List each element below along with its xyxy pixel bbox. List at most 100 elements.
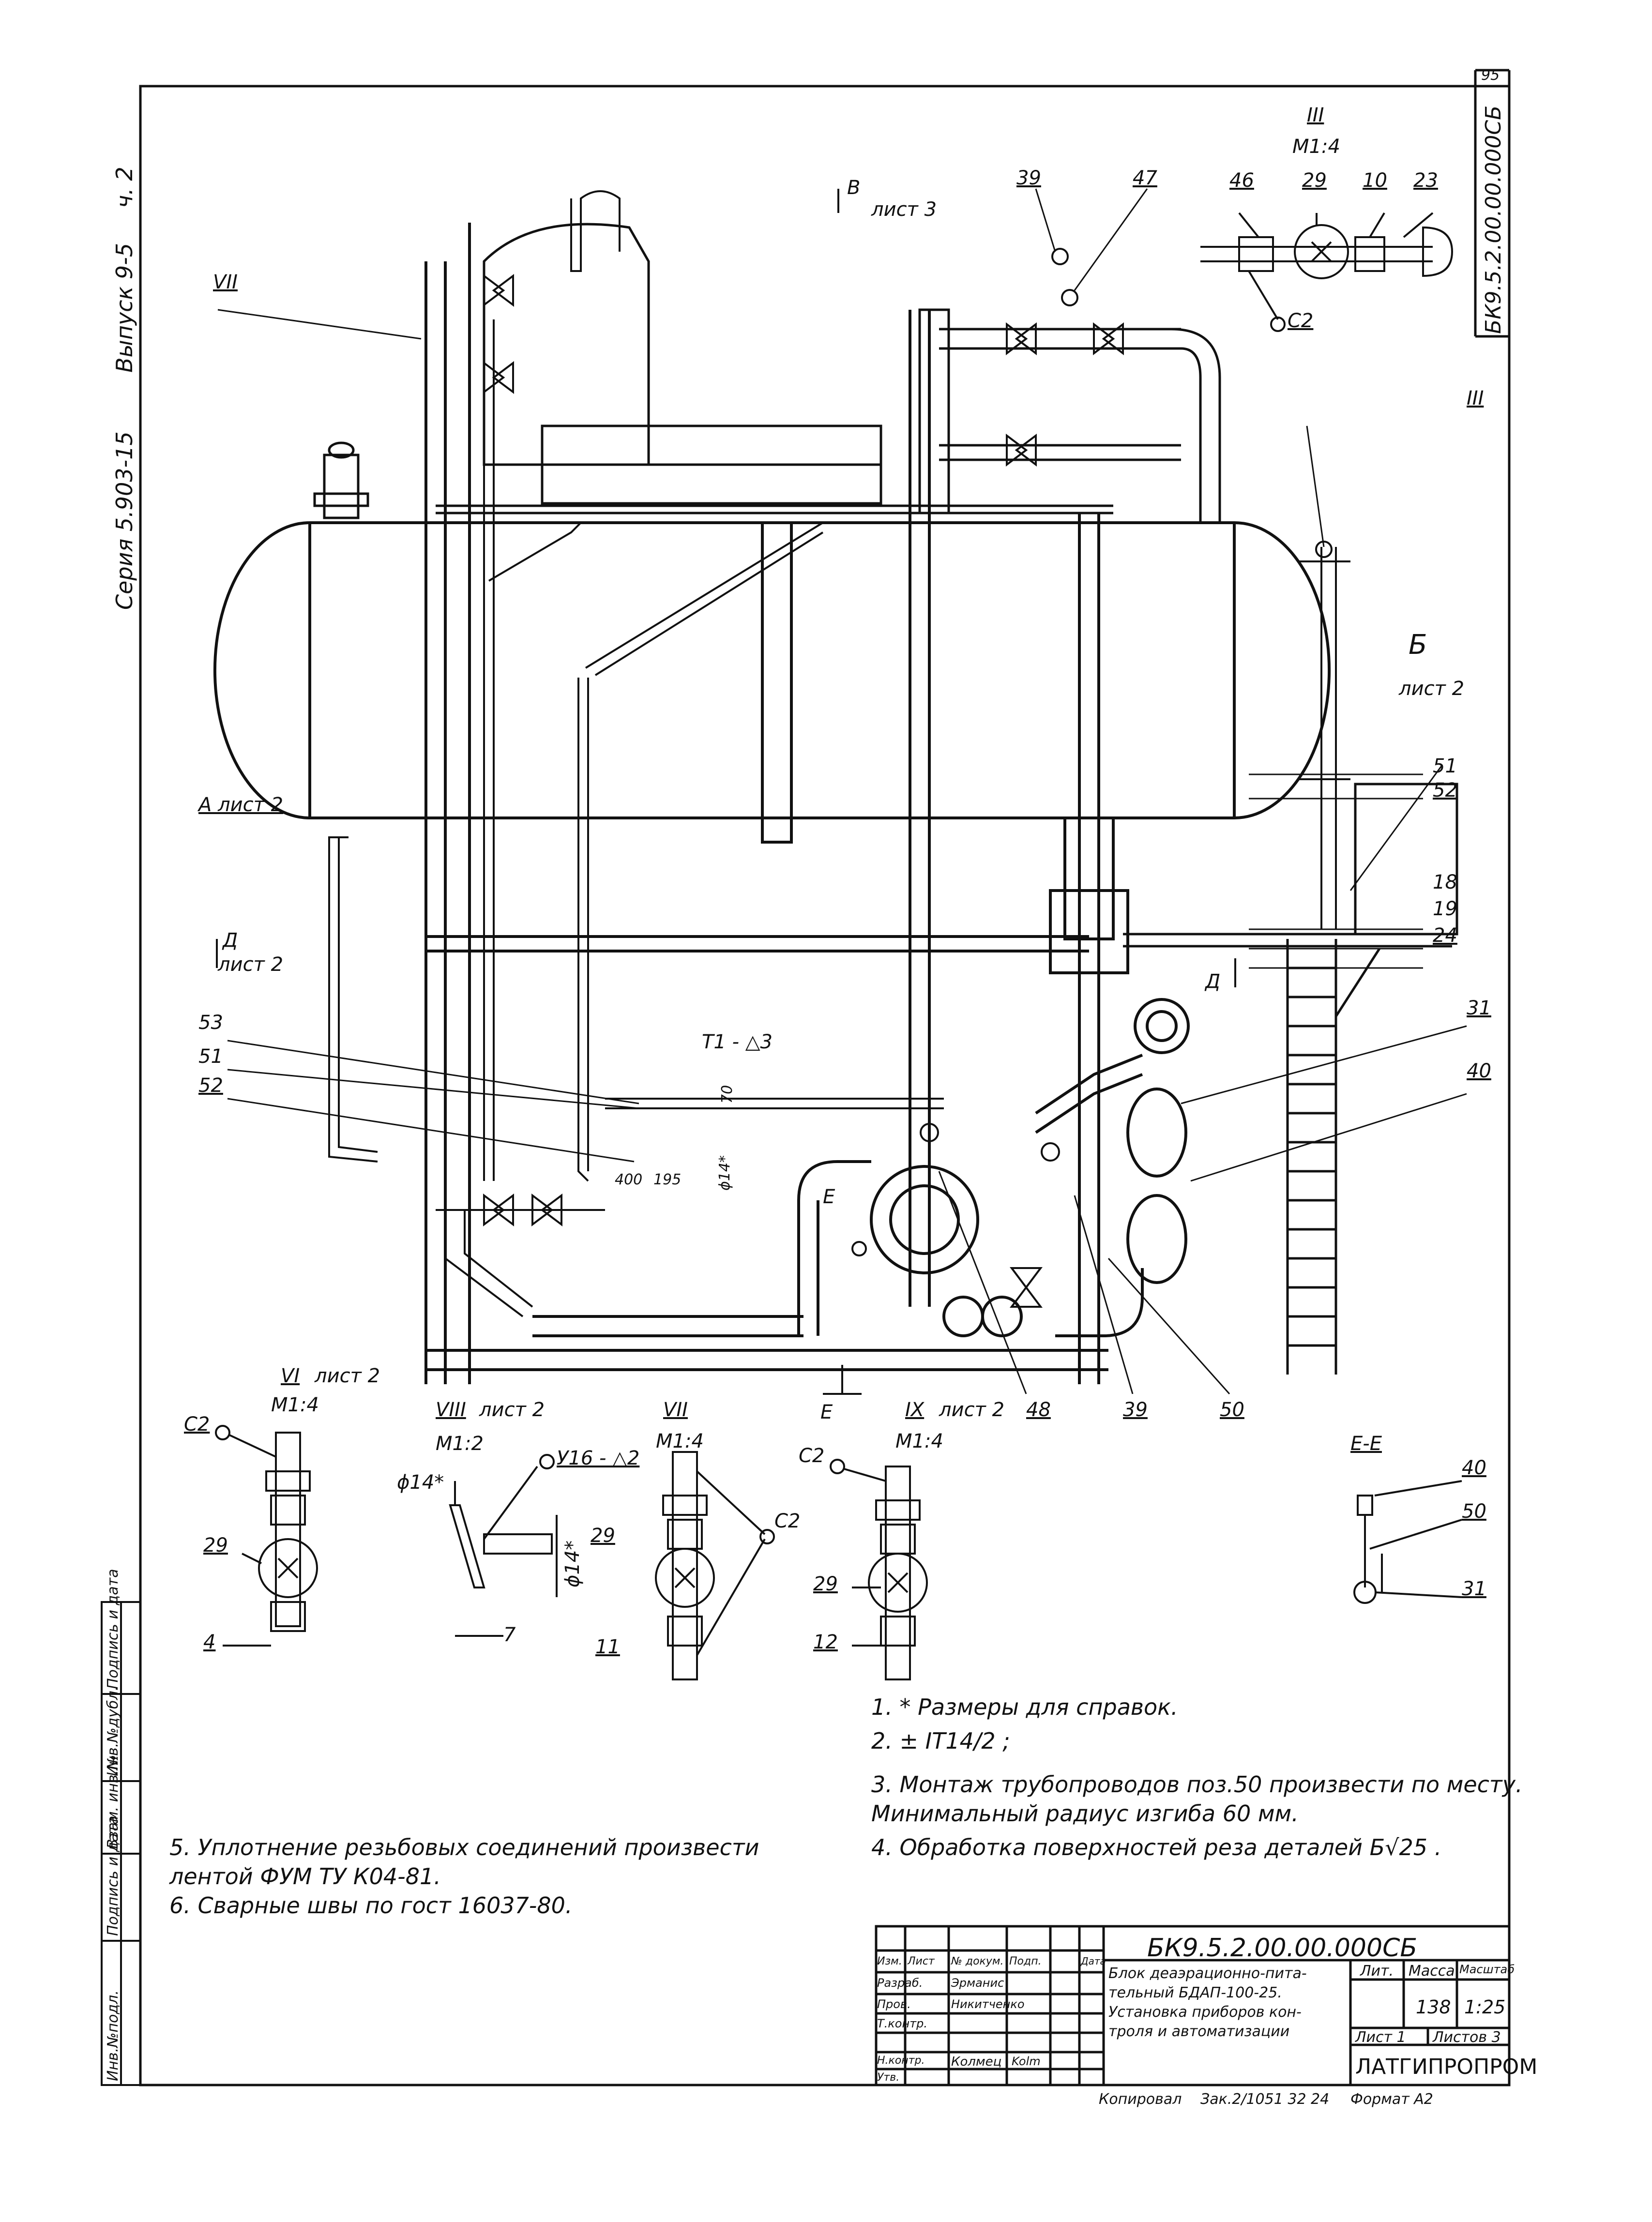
- title-name-3: Установка приборов кон-: [1108, 2004, 1302, 2021]
- detail-III-item-23: 23: [1413, 169, 1438, 192]
- callout-31-right: 31: [1467, 997, 1491, 1019]
- detail-VIII-sheet: лист 2: [479, 1399, 545, 1421]
- title-sheets: Листов 3: [1433, 2029, 1501, 2046]
- deaerator-tank: [213, 521, 1331, 844]
- page-number: 95: [1481, 67, 1500, 84]
- callout-40-right: 40: [1467, 1060, 1491, 1082]
- note-6: 6. Сварные швы по гост 16037-80.: [169, 1892, 573, 1919]
- title-name-1: Блок деаэрационно-пита-: [1108, 1965, 1307, 1982]
- callout-18-right: 18: [1433, 871, 1457, 893]
- tb-row-1-doc: № докум.: [951, 1955, 1004, 1967]
- section-EE-drawing: [1353, 1480, 1462, 1604]
- left-piping: [328, 190, 944, 1317]
- view-E: Е: [823, 1186, 835, 1208]
- section-EE-item-40: 40: [1462, 1457, 1486, 1479]
- title-sheet: Лист 1: [1355, 2029, 1406, 2046]
- callout-51-right: 51: [1433, 755, 1457, 777]
- detail-III-tag: С2: [1288, 310, 1314, 332]
- detail-VIII-weld: У16 - △2: [557, 1447, 640, 1469]
- detail-IX-cut-label: Е: [820, 1401, 833, 1423]
- callout-III: III: [1467, 387, 1484, 409]
- title-mass: 138: [1416, 1996, 1451, 2018]
- callout-39-top: 39: [1016, 167, 1041, 189]
- footer-code: Зак.2/1051 32 24: [1200, 2091, 1330, 2108]
- detail-VI-item-4: 4: [203, 1631, 216, 1653]
- title-scale: 1:25: [1464, 1996, 1506, 2018]
- detail-IX-scale: М1:4: [895, 1430, 943, 1452]
- view-D-sheet: лист 2: [218, 953, 284, 976]
- sheet-frame: [139, 69, 1511, 2086]
- top-right-piping: [918, 308, 1221, 523]
- note-1: 1. * Размеры для справок.: [871, 1694, 1178, 1720]
- deaeration-column: [436, 223, 1113, 514]
- weld-T1: Т1 - △3: [702, 1031, 773, 1053]
- title-org: ЛАТГИПРОПРОМ: [1355, 2055, 1538, 2079]
- detail-IX-sheet: лист 2: [939, 1399, 1005, 1421]
- section-EE-item-50: 50: [1462, 1500, 1486, 1523]
- callout-24-right: 24: [1433, 924, 1457, 947]
- title-designation: БК9.5.2.00.00.000СБ: [1147, 1934, 1418, 1963]
- view-A: А лист 2: [198, 794, 284, 816]
- tb-row-3-name: Никитченко: [951, 1997, 1025, 2011]
- detail-IX-tag: С2: [799, 1445, 825, 1467]
- detail-III-title: III: [1307, 104, 1324, 126]
- detail-VI-drawing: [215, 1425, 318, 1647]
- tb-row-4-role: Т.контр.: [877, 2017, 928, 2030]
- tb-row-3-role: Пров.: [877, 1997, 911, 2011]
- view-D2: Д: [1205, 970, 1221, 993]
- dim-400: 400: [615, 1171, 643, 1188]
- note-3b: Минимальный радиус изгиба 60 мм.: [871, 1800, 1299, 1827]
- dim-70: 70: [719, 1085, 736, 1103]
- issue-label: Выпуск 9-5: [111, 242, 137, 373]
- doc-code-vertical: БК9.5.2.00.00.000СБ: [1481, 105, 1506, 334]
- detail-VIII-title: VIII: [436, 1399, 466, 1421]
- detail-III-item-46: 46: [1229, 169, 1254, 192]
- callout-53-left: 53: [198, 1012, 223, 1034]
- detail-VIII-dim3: 7: [503, 1624, 516, 1646]
- feed-pump: [532, 998, 1190, 1337]
- footer-format: Формат А2: [1350, 2091, 1433, 2108]
- tb-row-1-name: Лист: [908, 1955, 935, 1967]
- detail-IX-item-12: 12: [813, 1631, 838, 1653]
- callout-52-left: 52: [198, 1074, 223, 1097]
- detail-VII-title: VII: [663, 1399, 688, 1421]
- dim-195: 195: [653, 1171, 682, 1188]
- view-D: Д: [223, 929, 238, 952]
- detail-VII-item-11: 11: [595, 1636, 620, 1658]
- detail-VII-tag: С2: [774, 1510, 801, 1532]
- left-stamp-frame: [101, 1601, 141, 2086]
- detail-VII-item-29: 29: [591, 1525, 615, 1547]
- detail-VIII-dim2: ϕ14*: [561, 1540, 584, 1587]
- top-nozzle: [313, 441, 369, 519]
- detail-VIII-dim1: ϕ14*: [397, 1471, 444, 1494]
- section-EE-item-31: 31: [1462, 1578, 1486, 1600]
- view-arrows: [216, 189, 1236, 1395]
- part-label: ч. 2: [111, 166, 137, 208]
- detail-VIII-drawing: [449, 1454, 558, 1637]
- detail-III-item-29: 29: [1302, 169, 1327, 192]
- detail-IX-drawing: [830, 1459, 928, 1680]
- detail-III-scale: М1:4: [1292, 136, 1340, 158]
- view-B: В: [847, 177, 861, 199]
- title-col-scale: Масштаб: [1459, 1963, 1515, 1976]
- tb-row-6-role: Утв.: [877, 2071, 900, 2084]
- section-EE-title: Е-Е: [1350, 1433, 1382, 1455]
- leader-lines: [217, 188, 1467, 1394]
- support-frame: [424, 223, 1129, 1384]
- note-4: 4. Обработка поверхностей реза деталей Б…: [871, 1834, 1442, 1860]
- detail-III-drawing: [1200, 212, 1454, 332]
- callout-19-right: 19: [1433, 898, 1457, 920]
- detail-VI-tag: С2: [184, 1413, 210, 1436]
- detail-VII-scale: М1:4: [656, 1430, 704, 1452]
- detail-IX-item-29: 29: [813, 1573, 838, 1595]
- detail-VI-sheet: лист 2: [315, 1365, 380, 1387]
- callout-47-top: 47: [1133, 167, 1157, 189]
- tb-row-5-name: Колмец: [951, 2055, 1002, 2069]
- view-Bside: Б: [1409, 629, 1427, 661]
- callout-VII: VII: [213, 271, 238, 293]
- detail-VI-scale: М1:4: [271, 1394, 319, 1416]
- detail-III-item-10: 10: [1363, 169, 1387, 192]
- stamp-sign2: Подпись и дата: [105, 1569, 121, 1690]
- callout-52-right: 52: [1433, 779, 1457, 801]
